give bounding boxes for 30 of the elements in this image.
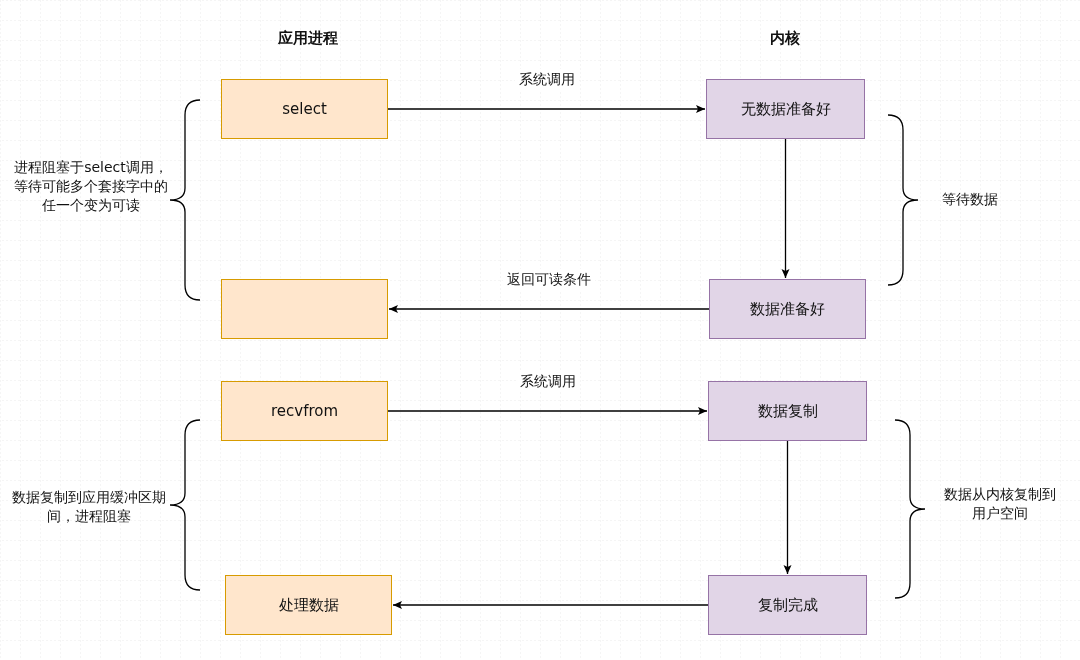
box-label: 处理数据 bbox=[278, 594, 339, 616]
edge-label: 返回可读条件 bbox=[503, 269, 595, 290]
edge-label: 系统调用 bbox=[514, 69, 579, 90]
annotation-text: 进程阻塞于select调用，等待可能多个套接字中的任一个变为可读 bbox=[13, 158, 169, 215]
arrow bbox=[388, 305, 710, 313]
annotation-text: 数据从内核复制到用户空间 bbox=[943, 485, 1057, 523]
box-label: 数据复制 bbox=[757, 400, 818, 422]
process-box bbox=[225, 575, 392, 635]
arrow bbox=[387, 105, 706, 113]
annotation-text: 数据复制到应用缓冲区期间，进程阻塞 bbox=[11, 488, 167, 526]
process-box bbox=[221, 79, 388, 139]
arrow bbox=[781, 138, 790, 279]
process-box bbox=[708, 381, 867, 441]
annotation-text: 等待数据 bbox=[941, 190, 999, 209]
edge-label: 系统调用 bbox=[515, 371, 580, 392]
empty-box bbox=[221, 279, 388, 339]
box-label: 数据准备好 bbox=[750, 298, 825, 320]
box-label: 复制完成 bbox=[757, 594, 818, 616]
process-box bbox=[221, 381, 388, 441]
arrow bbox=[387, 407, 708, 415]
column-heading: 应用进程 bbox=[277, 28, 339, 49]
arrow bbox=[392, 601, 709, 609]
column-heading: 内核 bbox=[769, 28, 801, 49]
box-label: select bbox=[282, 98, 327, 120]
process-box bbox=[709, 279, 866, 339]
process-box bbox=[706, 79, 865, 139]
box-label: 无数据准备好 bbox=[740, 98, 831, 120]
arrow bbox=[783, 440, 792, 575]
process-box bbox=[708, 575, 867, 635]
box-label: recvfrom bbox=[270, 400, 339, 422]
